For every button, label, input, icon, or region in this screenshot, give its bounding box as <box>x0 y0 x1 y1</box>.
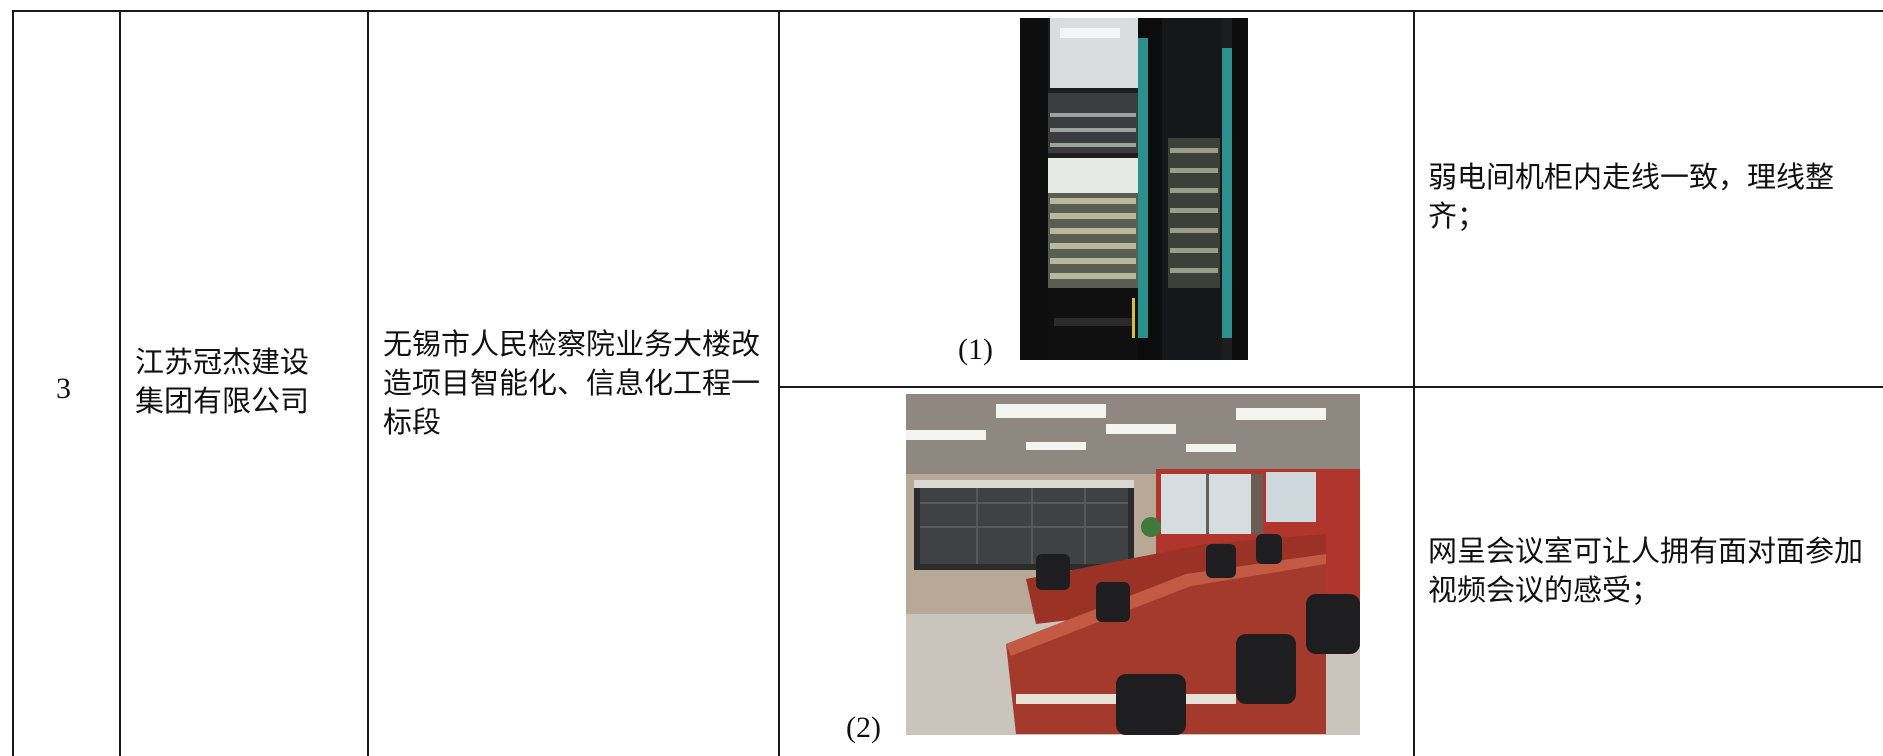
server-rack-photo <box>1020 18 1248 360</box>
description-1: 弱电间机柜内走线一致，理线整齐； <box>1428 160 1835 233</box>
column-divider-3 <box>778 10 780 756</box>
column-divider-2 <box>367 10 369 756</box>
column-divider-1 <box>119 10 121 756</box>
table-left-border <box>12 10 14 756</box>
row-index: 3 <box>56 372 71 405</box>
photo-caption-1: (1) <box>958 333 993 366</box>
row-divider <box>778 386 1883 388</box>
table-top-border <box>12 10 1883 12</box>
conference-room-photo <box>906 394 1360 735</box>
column-divider-4 <box>1413 10 1415 756</box>
project-name: 无锡市人民检察院业务大楼改造项目智能化、信息化工程一标段 <box>383 327 761 439</box>
company-name: 江苏冠杰建设集团有限公司 <box>135 345 310 418</box>
description-2: 网呈会议室可让人拥有面对面参加视频会议的感受； <box>1428 534 1864 607</box>
photo-caption-2: (2) <box>846 711 881 744</box>
